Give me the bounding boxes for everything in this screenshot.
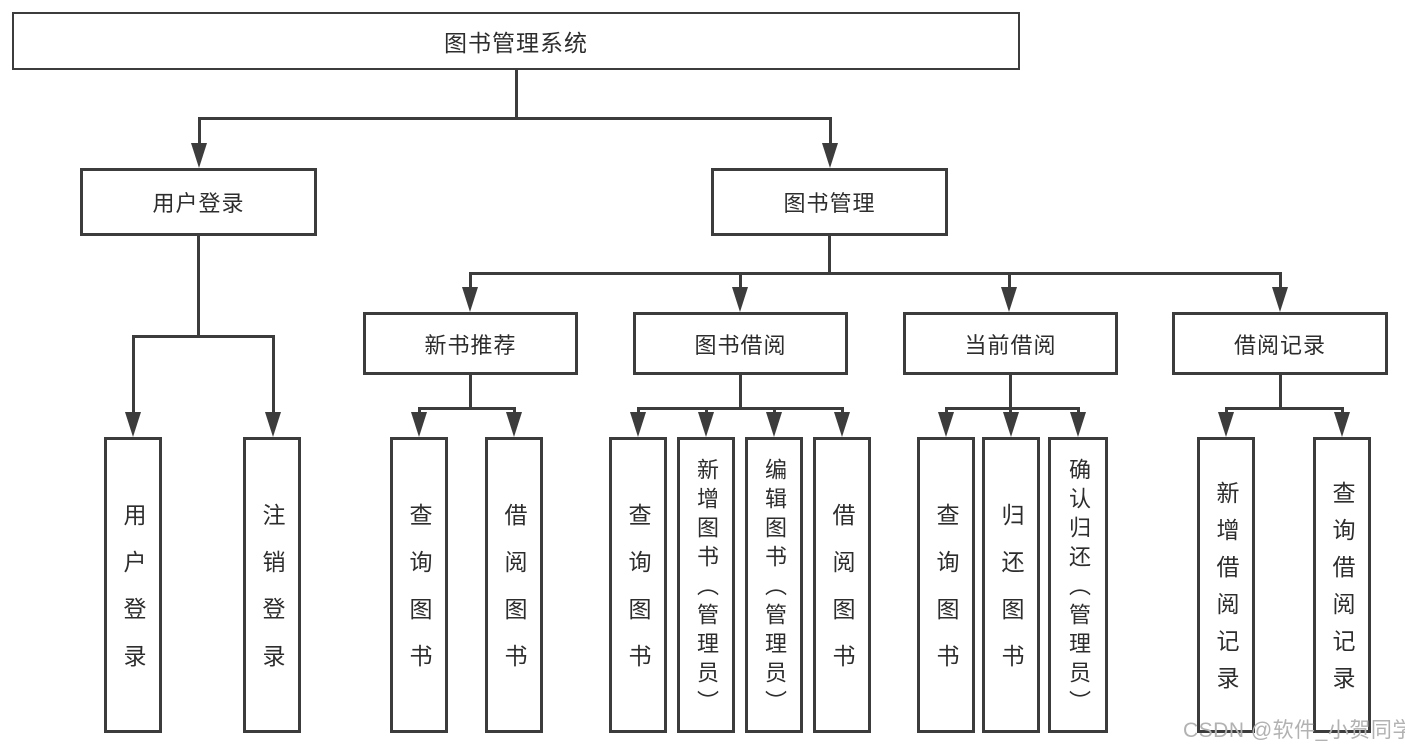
connector-line (739, 272, 742, 290)
connector-line (705, 407, 708, 416)
connector-line (1341, 407, 1344, 416)
leaf-return-books: 归还图书 (982, 437, 1040, 733)
connector-line (198, 117, 832, 120)
connector-line (515, 70, 518, 120)
connector-line (469, 375, 472, 410)
connector-line (1279, 375, 1282, 410)
arrowhead-down (1334, 412, 1350, 437)
leaf-query-books-recommend: 查询图书 (390, 437, 448, 733)
connector-line (1009, 375, 1012, 410)
connector-line (132, 335, 135, 415)
connector-line (418, 407, 421, 416)
leaf-edit-book-admin: 编辑图书（管理员） (745, 437, 803, 733)
connector-line (469, 272, 472, 290)
connector-line (637, 407, 844, 410)
node-book-borrow: 图书借阅 (633, 312, 848, 375)
connector-line (739, 375, 742, 410)
leaf-query-books-borrow: 查询图书 (609, 437, 667, 733)
leaf-add-borrow-record: 新增借阅记录 (1197, 437, 1255, 733)
connector-line (829, 117, 832, 146)
arrowhead-down (938, 412, 954, 437)
arrowhead-down (822, 143, 838, 168)
arrowhead-down (1003, 412, 1019, 437)
arrowhead-down (630, 412, 646, 437)
connector-line (945, 407, 948, 416)
connector-line (1008, 272, 1011, 290)
connector-line (513, 407, 516, 416)
node-new-book-recommend: 新书推荐 (363, 312, 578, 375)
connector-line (841, 407, 844, 416)
arrowhead-down (191, 143, 207, 168)
arrowhead-down (265, 412, 281, 437)
arrowhead-down (834, 412, 850, 437)
arrowhead-down (1218, 412, 1234, 437)
connector-line (1077, 407, 1080, 416)
arrowhead-down (1070, 412, 1086, 437)
csdn-watermark: CSDN @软件_小贺同学 (1183, 719, 1405, 742)
arrowhead-down (698, 412, 714, 437)
node-user-login: 用户登录 (80, 168, 317, 236)
node-root-library-system: 图书管理系统 (12, 12, 1020, 70)
connector-line (197, 236, 200, 338)
arrowhead-down (766, 412, 782, 437)
leaf-query-borrow-record: 查询借阅记录 (1313, 437, 1371, 733)
connector-line (1279, 272, 1282, 290)
node-book-management: 图书管理 (711, 168, 948, 236)
connector-line (1009, 407, 1012, 416)
arrowhead-down (411, 412, 427, 437)
leaf-user-login: 用户登录 (104, 437, 162, 733)
leaf-confirm-return-admin: 确认归还（管理员） (1048, 437, 1108, 733)
arrowhead-down (732, 287, 748, 312)
node-borrow-records: 借阅记录 (1172, 312, 1388, 375)
leaf-add-book-admin: 新增图书（管理员） (677, 437, 735, 733)
connector-line (945, 407, 1080, 410)
connector-line (272, 335, 275, 415)
arrowhead-down (1272, 287, 1288, 312)
connector-line (828, 236, 831, 275)
leaf-query-books-current: 查询图书 (917, 437, 975, 733)
connector-line (418, 407, 516, 410)
leaf-borrow-books-recommend: 借阅图书 (485, 437, 543, 733)
arrowhead-down (125, 412, 141, 437)
arrowhead-down (1001, 287, 1017, 312)
arrowhead-down (462, 287, 478, 312)
connector-line (469, 272, 1282, 275)
connector-line (1225, 407, 1344, 410)
node-current-borrow: 当前借阅 (903, 312, 1118, 375)
leaf-borrow-books: 借阅图书 (813, 437, 871, 733)
connector-line (132, 335, 275, 338)
leaf-logout: 注销登录 (243, 437, 301, 733)
connector-line (198, 117, 201, 146)
arrowhead-down (506, 412, 522, 437)
connector-line (773, 407, 776, 416)
connector-line (1225, 407, 1228, 416)
connector-line (637, 407, 640, 416)
